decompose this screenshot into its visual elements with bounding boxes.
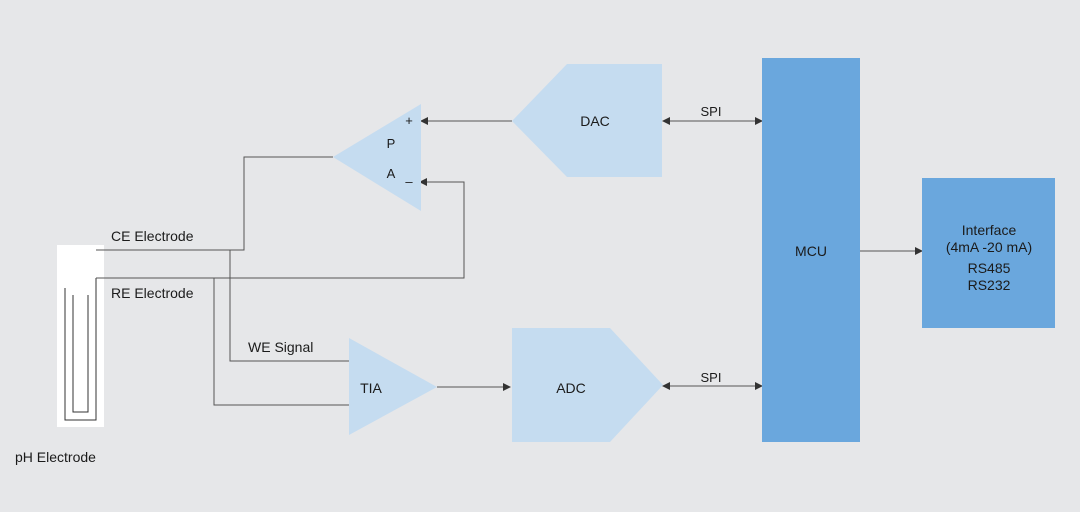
interface-rs232: RS232 (968, 277, 1011, 293)
tia-label: TIA (360, 380, 382, 396)
tia-block: TIA (349, 338, 437, 435)
re-tia-wire (213, 278, 350, 406)
re-electrode-label: RE Electrode (111, 285, 194, 301)
mcu-block: MCU (762, 58, 860, 442)
ph-electrode-probe (57, 245, 104, 427)
we-signal-label: WE Signal (248, 339, 313, 355)
interface-shape (922, 178, 1055, 328)
electrode-body (57, 245, 104, 427)
electrode-inner-u (64, 278, 97, 421)
interface-title: Interface (962, 222, 1017, 238)
interface-range: (4mA -20 mA) (946, 239, 1032, 255)
ce-wire (96, 156, 333, 251)
dac-block: DAC (512, 64, 662, 177)
electrode-outer-u (72, 295, 89, 413)
pa-label-p: P (387, 136, 396, 151)
pa-triangle (333, 104, 421, 211)
pa-plus-sign: + (405, 113, 413, 128)
adc-shape (512, 328, 663, 442)
tia-triangle (349, 338, 437, 435)
pa-label-a: A (387, 166, 396, 181)
re-wire (96, 178, 465, 279)
we-wire (229, 250, 350, 362)
ce-electrode-label: CE Electrode (111, 228, 194, 244)
mcu-label: MCU (795, 243, 827, 259)
pa-minus-sign: – (405, 174, 413, 189)
adc-block: ADC (512, 328, 663, 442)
spi-bottom-label: SPI (701, 370, 722, 385)
dac-label: DAC (580, 113, 610, 129)
adc-label: ADC (556, 380, 586, 396)
potentiostat-amplifier: P A + – (333, 104, 421, 211)
interface-block: Interface (4mA -20 mA) RS485 RS232 (922, 178, 1055, 328)
interface-rs485: RS485 (968, 260, 1011, 276)
wires (96, 117, 923, 406)
spi-top-label: SPI (701, 104, 722, 119)
mcu-shape (762, 58, 860, 442)
ph-electrode-label: pH Electrode (15, 449, 96, 465)
dac-shape (512, 64, 662, 177)
